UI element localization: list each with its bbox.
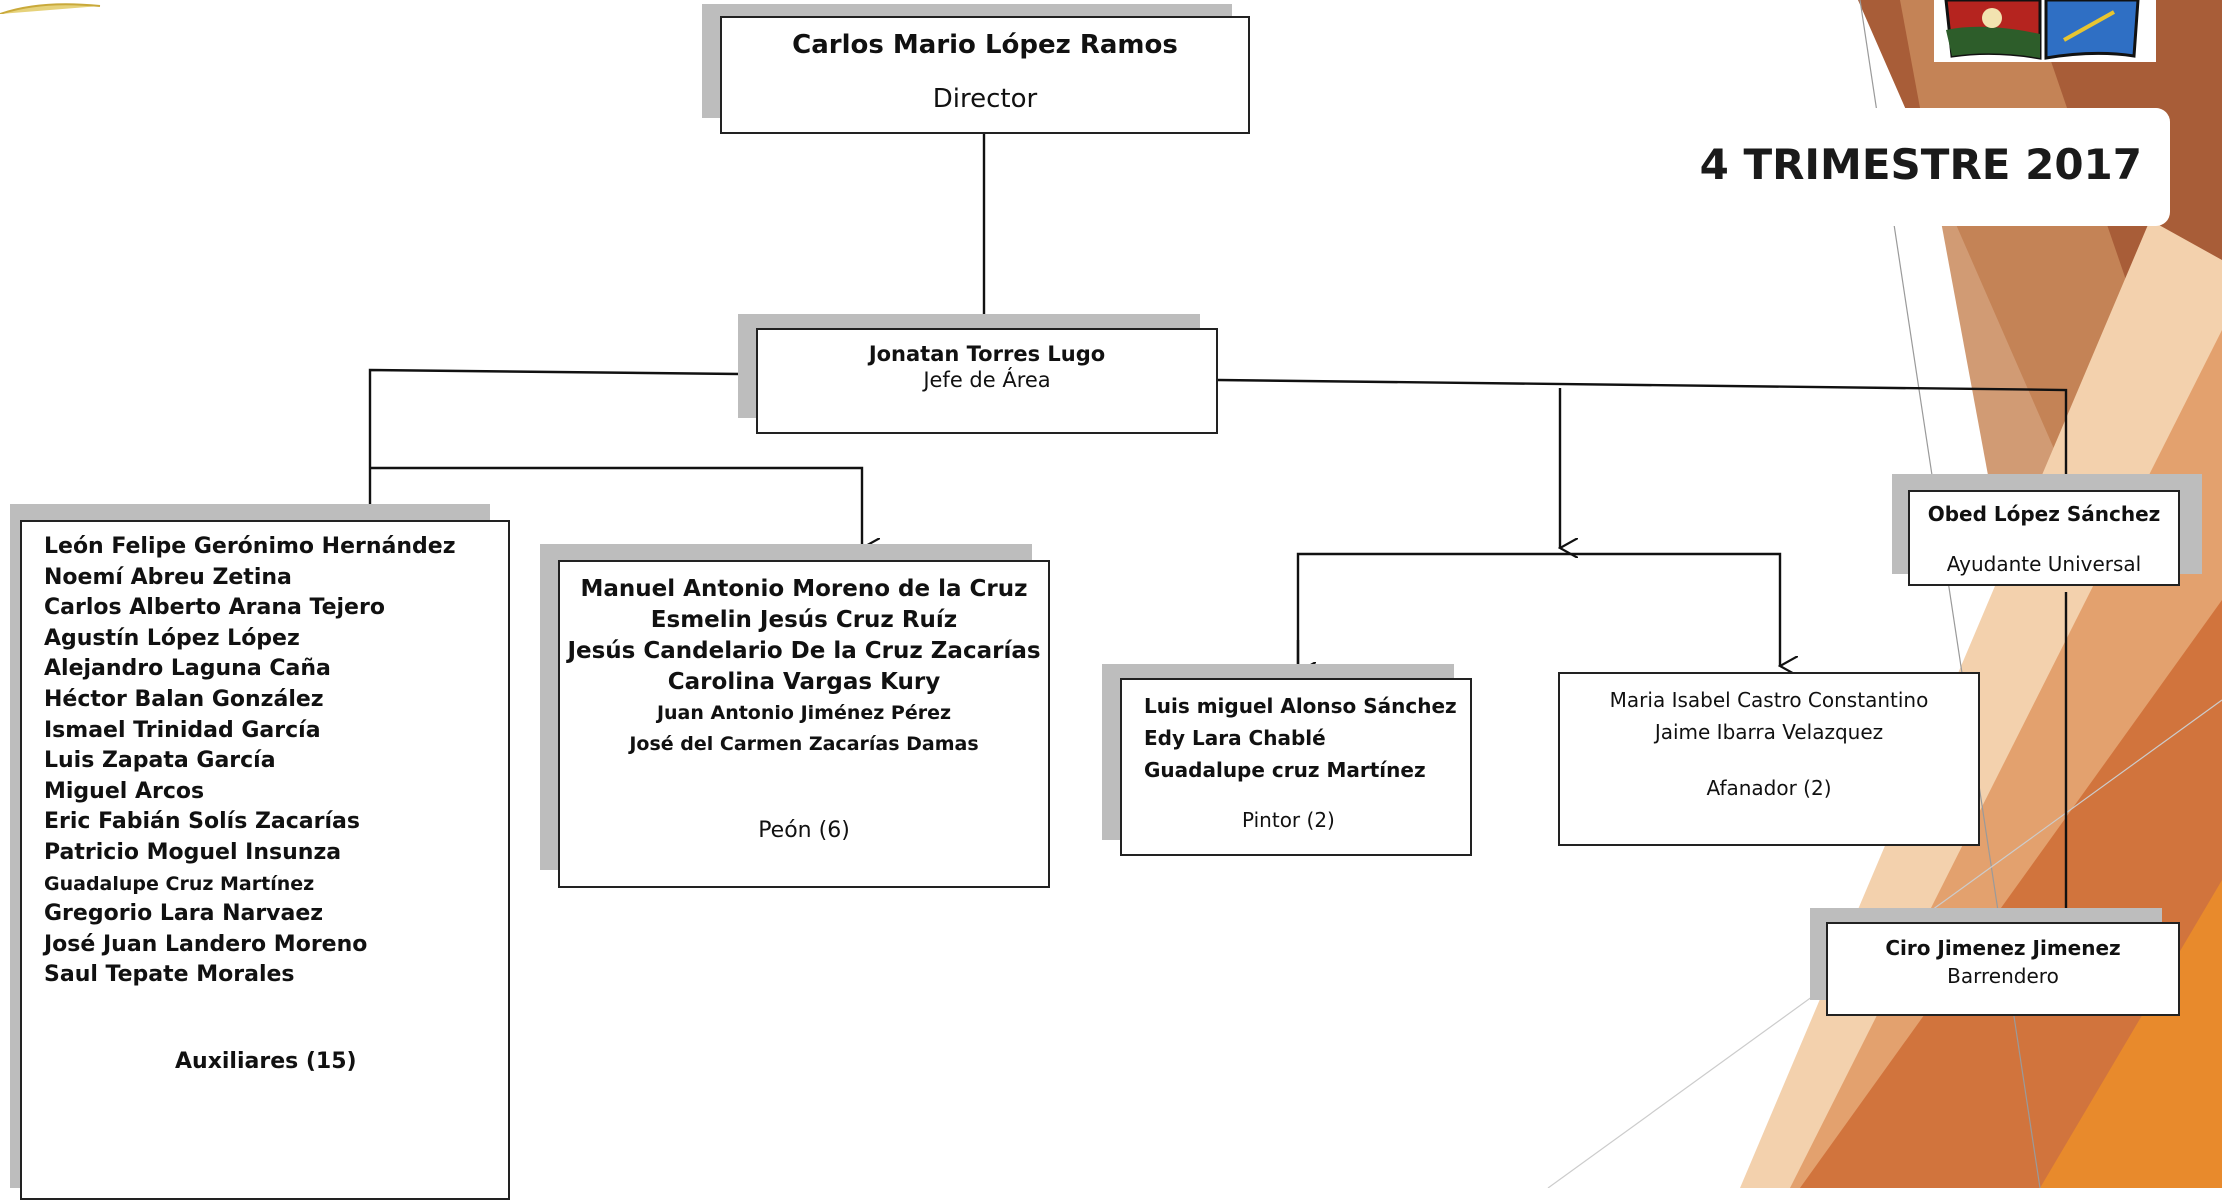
ayudante-role: Ayudante Universal xyxy=(1946,552,2142,576)
list-item: Saul Tepate Morales xyxy=(44,962,295,988)
list-item: Héctor Balan González xyxy=(44,686,324,712)
list-item: Noemí Abreu Zetina xyxy=(44,564,292,590)
period-panel: 4 TRIMESTRE 2017 xyxy=(1700,108,2170,226)
barrendero-role: Barrendero xyxy=(1947,964,2059,988)
jefe-box: Jonatan Torres Lugo Jefe de Área xyxy=(756,328,1218,434)
auxiliares-list: León Felipe Gerónimo Hernández Noemí Abr… xyxy=(44,532,508,991)
list-item: Luis miguel Alonso Sánchez xyxy=(1144,694,1457,718)
list-item: Carolina Vargas Kury xyxy=(667,669,941,695)
list-item: Carlos Alberto Arana Tejero xyxy=(44,595,385,621)
director-name: Carlos Mario López Ramos xyxy=(792,30,1178,60)
afanadores-box: Maria Isabel Castro Constantino Jaime Ib… xyxy=(1558,672,1980,846)
municipal-shield-logo xyxy=(1934,0,2156,62)
list-item: Guadalupe Cruz Martínez xyxy=(44,872,315,895)
list-item: León Felipe Gerónimo Hernández xyxy=(44,534,456,559)
auxiliares-role: Auxiliares (15) xyxy=(175,1048,357,1074)
director-box: Carlos Mario López Ramos Director xyxy=(720,16,1250,134)
list-item: José del Carmen Zacarías Damas xyxy=(629,733,979,755)
peones-box: Manuel Antonio Moreno de la Cruz Esmelin… xyxy=(558,560,1050,888)
list-item: Agustín López López xyxy=(44,625,300,651)
list-item: Maria Isabel Castro Constantino xyxy=(1609,688,1929,712)
list-item: Miguel Arcos xyxy=(44,778,205,804)
list-item: Guadalupe cruz Martínez xyxy=(1144,758,1426,782)
list-item: Patricio Moguel Insunza xyxy=(44,839,342,865)
afanadores-role: Afanador (2) xyxy=(1706,776,1832,800)
list-item: Esmelin Jesús Cruz Ruíz xyxy=(650,607,958,633)
list-item: Luis Zapata García xyxy=(44,748,276,774)
list-item: Manuel Antonio Moreno de la Cruz xyxy=(580,576,1028,602)
list-item: Juan Antonio Jiménez Pérez xyxy=(656,702,952,724)
list-item: Alejandro Laguna Caña xyxy=(44,656,331,682)
list-item: José Juan Landero Moreno xyxy=(44,931,368,957)
period-label: 4 TRIMESTRE 2017 xyxy=(1699,140,2142,189)
bg-facet-deep xyxy=(1800,600,2222,1188)
director-role: Director xyxy=(932,84,1038,114)
list-item: Edy Lara Chablé xyxy=(1144,726,1326,750)
peones-role: Peón (6) xyxy=(758,818,850,843)
list-item: Eric Fabián Solís Zacarías xyxy=(44,809,360,835)
list-item: Gregorio Lara Narvaez xyxy=(44,901,324,927)
ayudante-box: Obed López Sánchez Ayudante Universal xyxy=(1908,490,2180,586)
list-item: Jesús Candelario De la Cruz Zacarías xyxy=(567,638,1041,664)
jefe-role: Jefe de Área xyxy=(923,368,1051,392)
list-item: Ismael Trinidad García xyxy=(44,717,321,743)
list-item: Jaime Ibarra Velazquez xyxy=(1654,720,1884,744)
auxiliares-box: León Felipe Gerónimo Hernández Noemí Abr… xyxy=(20,520,510,1200)
ayudante-name: Obed López Sánchez xyxy=(1927,502,2161,526)
corner-logo xyxy=(0,3,101,14)
barrendero-box: Ciro Jimenez Jimenez Barrendero xyxy=(1826,922,2180,1016)
jefe-name: Jonatan Torres Lugo xyxy=(868,342,1106,366)
pintores-box: Luis miguel Alonso Sánchez Edy Lara Chab… xyxy=(1120,678,1472,856)
barrendero-name: Ciro Jimenez Jimenez xyxy=(1885,936,2121,960)
pintores-role: Pintor (2) xyxy=(1242,808,1335,832)
